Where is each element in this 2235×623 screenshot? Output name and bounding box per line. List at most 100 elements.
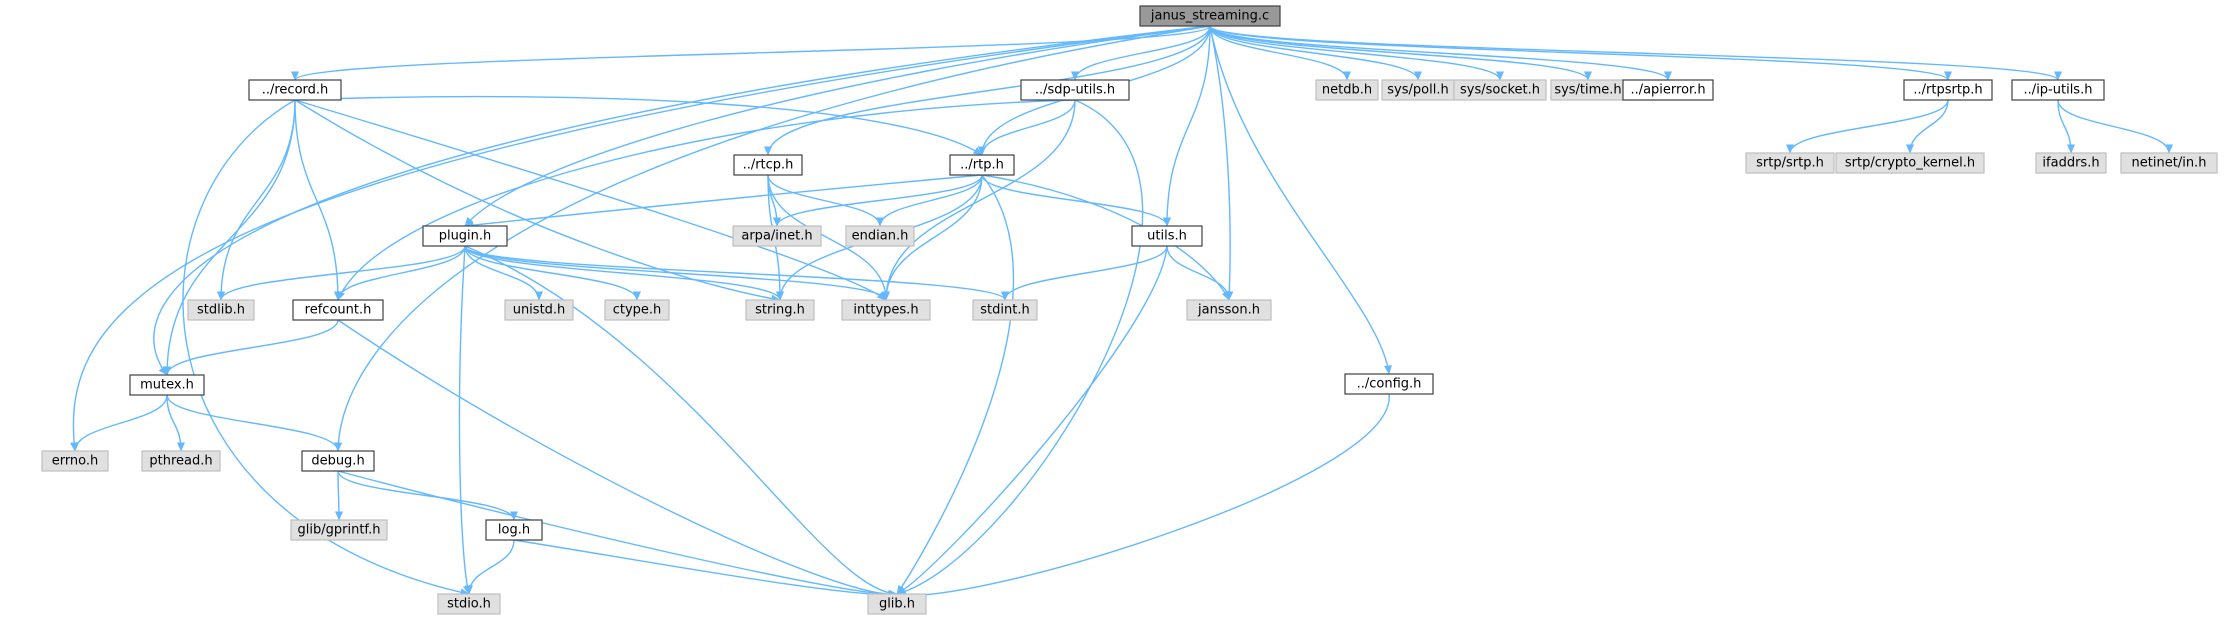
node-config[interactable]: ../config.h (1344, 373, 1434, 395)
node-srtp-srtp: srtp/srtp.h (1745, 152, 1835, 174)
node-label: ../rtcp.h (743, 158, 794, 173)
node-stdint: stdint.h (972, 299, 1038, 321)
node-label: ../config.h (1357, 377, 1422, 392)
node-label: ../sdp-utils.h (1035, 83, 1115, 98)
node-box (1622, 79, 1714, 101)
node-utils[interactable]: utils.h (1131, 225, 1203, 247)
node-box (1131, 225, 1203, 247)
edge-rtp-to-utils (981, 174, 1171, 227)
node-rtp[interactable]: ../rtp.h (949, 154, 1015, 176)
edge-janus_streaming-to-record (291, 25, 1211, 81)
edge-debug-to-glib_gprintf (334, 470, 343, 521)
edge-utils-to-jansson (1166, 245, 1233, 301)
edge-record-to-inttypes (294, 99, 887, 301)
edge-rtpsrtp-to-srtp_crypto (1906, 99, 1949, 154)
edge-janus_streaming-to-sdp_utils (1071, 25, 1211, 81)
node-label: netdb.h (1322, 83, 1372, 98)
node-apierror[interactable]: ../apierror.h (1622, 79, 1714, 101)
node-errno: errno.h (41, 450, 109, 472)
node-srtp-crypto: srtp/crypto_kernel.h (1835, 152, 1985, 174)
edge-janus_streaming-to-sys_poll (1209, 25, 1422, 81)
node-label: errno.h (52, 454, 99, 469)
node-box (129, 374, 205, 396)
node-box (248, 79, 342, 101)
node-box (2011, 79, 2105, 101)
node-box (437, 593, 501, 615)
node-label: stdint.h (980, 303, 1029, 318)
edge-mutex-to-errno (71, 394, 168, 452)
edge-mutex-to-debug (166, 394, 342, 452)
node-plugin[interactable]: plugin.h (422, 225, 508, 247)
node-label: srtp/crypto_kernel.h (1845, 156, 1975, 171)
node-box (1186, 299, 1272, 321)
node-box (1344, 373, 1434, 395)
node-label: jansson.h (1197, 303, 1260, 318)
node-box (1903, 79, 1993, 101)
node-netdb: netdb.h (1315, 79, 1379, 101)
edge-ip_utils-to-netinet_in (2057, 99, 2173, 154)
node-label: ../ip-utils.h (2024, 83, 2093, 98)
node-unistd: unistd.h (504, 299, 574, 321)
node-label: plugin.h (439, 229, 492, 244)
node-label: ifaddrs.h (2042, 156, 2099, 171)
edge-rtp-to-endian (876, 174, 983, 227)
edge-rtcp-to-inttypes (767, 174, 890, 301)
node-ifaddrs: ifaddrs.h (2035, 152, 2107, 174)
edge-log-to-stdio (465, 539, 515, 595)
node-label: inttypes.h (853, 303, 918, 318)
node-mutex[interactable]: mutex.h (129, 374, 205, 396)
node-label: glib/gprintf.h (298, 523, 381, 538)
node-janus-streaming[interactable]: janus_streaming.c (1139, 5, 1281, 27)
node-ip-utils[interactable]: ../ip-utils.h (2011, 79, 2105, 101)
node-rtpsrtp[interactable]: ../rtpsrtp.h (1903, 79, 1993, 101)
node-record[interactable]: ../record.h (248, 79, 342, 101)
edge-janus_streaming-to-plugin (464, 25, 1211, 227)
node-refcount[interactable]: refcount.h (292, 299, 384, 321)
node-netinet-in: netinet/in.h (2120, 152, 2218, 174)
node-debug[interactable]: debug.h (301, 450, 375, 472)
node-box (1020, 79, 1130, 101)
node-box (732, 225, 822, 247)
edge-rtp-to-glib (896, 174, 1015, 595)
edge-refcount-to-mutex (163, 319, 339, 376)
edge-record-to-string (294, 99, 781, 303)
edge-plugin-to-inttypes (464, 245, 890, 301)
node-box (1835, 152, 1985, 174)
edge-janus_streaming-to-config (1209, 25, 1392, 375)
node-label: unistd.h (513, 303, 566, 318)
node-label: sys/poll.h (1387, 83, 1448, 98)
edge-plugin-to-stdio (458, 245, 471, 595)
edge-sdp_utils-to-glib (896, 99, 1144, 596)
node-box (972, 299, 1038, 321)
node-box (733, 154, 803, 176)
node-endian: endian.h (845, 225, 915, 247)
edge-record-to-mutex (163, 99, 296, 376)
node-log[interactable]: log.h (485, 519, 543, 541)
edge-record-to-rtp (294, 95, 983, 156)
edge-mutex-to-pthread (166, 394, 185, 452)
edge-debug-to-glib (337, 470, 898, 600)
dependency-edges (70, 25, 2173, 600)
edge-config-to-glib (896, 393, 1390, 600)
node-sys-poll: sys/poll.h (1381, 79, 1455, 101)
node-arpa-inet: arpa/inet.h (732, 225, 822, 247)
node-string: string.h (745, 299, 815, 321)
edge-record-to-stdlib (217, 99, 296, 301)
node-label: ../rtp.h (960, 158, 1004, 173)
node-rtcp[interactable]: ../rtcp.h (733, 154, 803, 176)
node-label: srtp/srtp.h (1756, 156, 1824, 171)
edge-plugin-to-string (464, 245, 784, 301)
node-box (2120, 152, 2218, 174)
node-label: mutex.h (140, 378, 194, 393)
edge-janus_streaming-to-debug (334, 25, 1211, 452)
edge-janus_streaming-to-utils (1163, 25, 1211, 227)
node-label: stdlib.h (197, 303, 245, 318)
node-glib-gprintf: glib/gprintf.h (290, 519, 388, 541)
node-label: netinet/in.h (2132, 156, 2207, 171)
node-box (1315, 79, 1379, 101)
edge-plugin-to-stdint (464, 245, 1009, 301)
edge-janus_streaming-to-mutex (153, 25, 1211, 376)
edge-utils-to-stdint (1001, 245, 1168, 301)
node-sdp-utils[interactable]: ../sdp-utils.h (1020, 79, 1130, 101)
